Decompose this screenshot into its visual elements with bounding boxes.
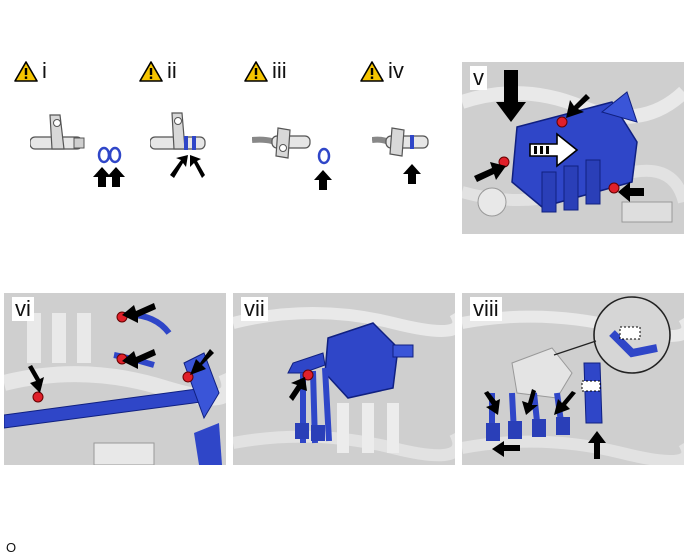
warning-triangle-icon	[360, 60, 384, 82]
part-illustration-iv	[371, 120, 442, 195]
panel-v: v	[462, 62, 684, 234]
warning-triangle-icon	[244, 60, 268, 82]
panel-label-vii: vii	[241, 297, 268, 321]
panel-label-v: v	[470, 66, 487, 90]
step-iv-header: iv	[360, 60, 404, 82]
step-iii-header: iii	[244, 60, 287, 82]
step-label-iii: iii	[272, 58, 287, 83]
step-label-i: i	[42, 58, 47, 83]
step-i-header: i	[14, 60, 47, 82]
figure-code: O	[6, 540, 17, 555]
warning-triangle-icon	[139, 60, 163, 82]
part-illustration-ii	[149, 105, 220, 190]
step-ii-header: ii	[139, 60, 177, 82]
step-label-iv: iv	[388, 58, 404, 83]
part-illustration-iii	[251, 118, 342, 203]
panel-label-viii: viii	[470, 297, 502, 321]
step-label-ii: ii	[167, 58, 177, 83]
panel-label-vi: vi	[12, 297, 34, 321]
panel-viii: viii	[462, 293, 684, 465]
part-illustration-i	[29, 105, 135, 200]
panel-vii: vii	[233, 293, 455, 465]
panel-vi: vi	[4, 293, 226, 465]
warning-triangle-icon	[14, 60, 38, 82]
